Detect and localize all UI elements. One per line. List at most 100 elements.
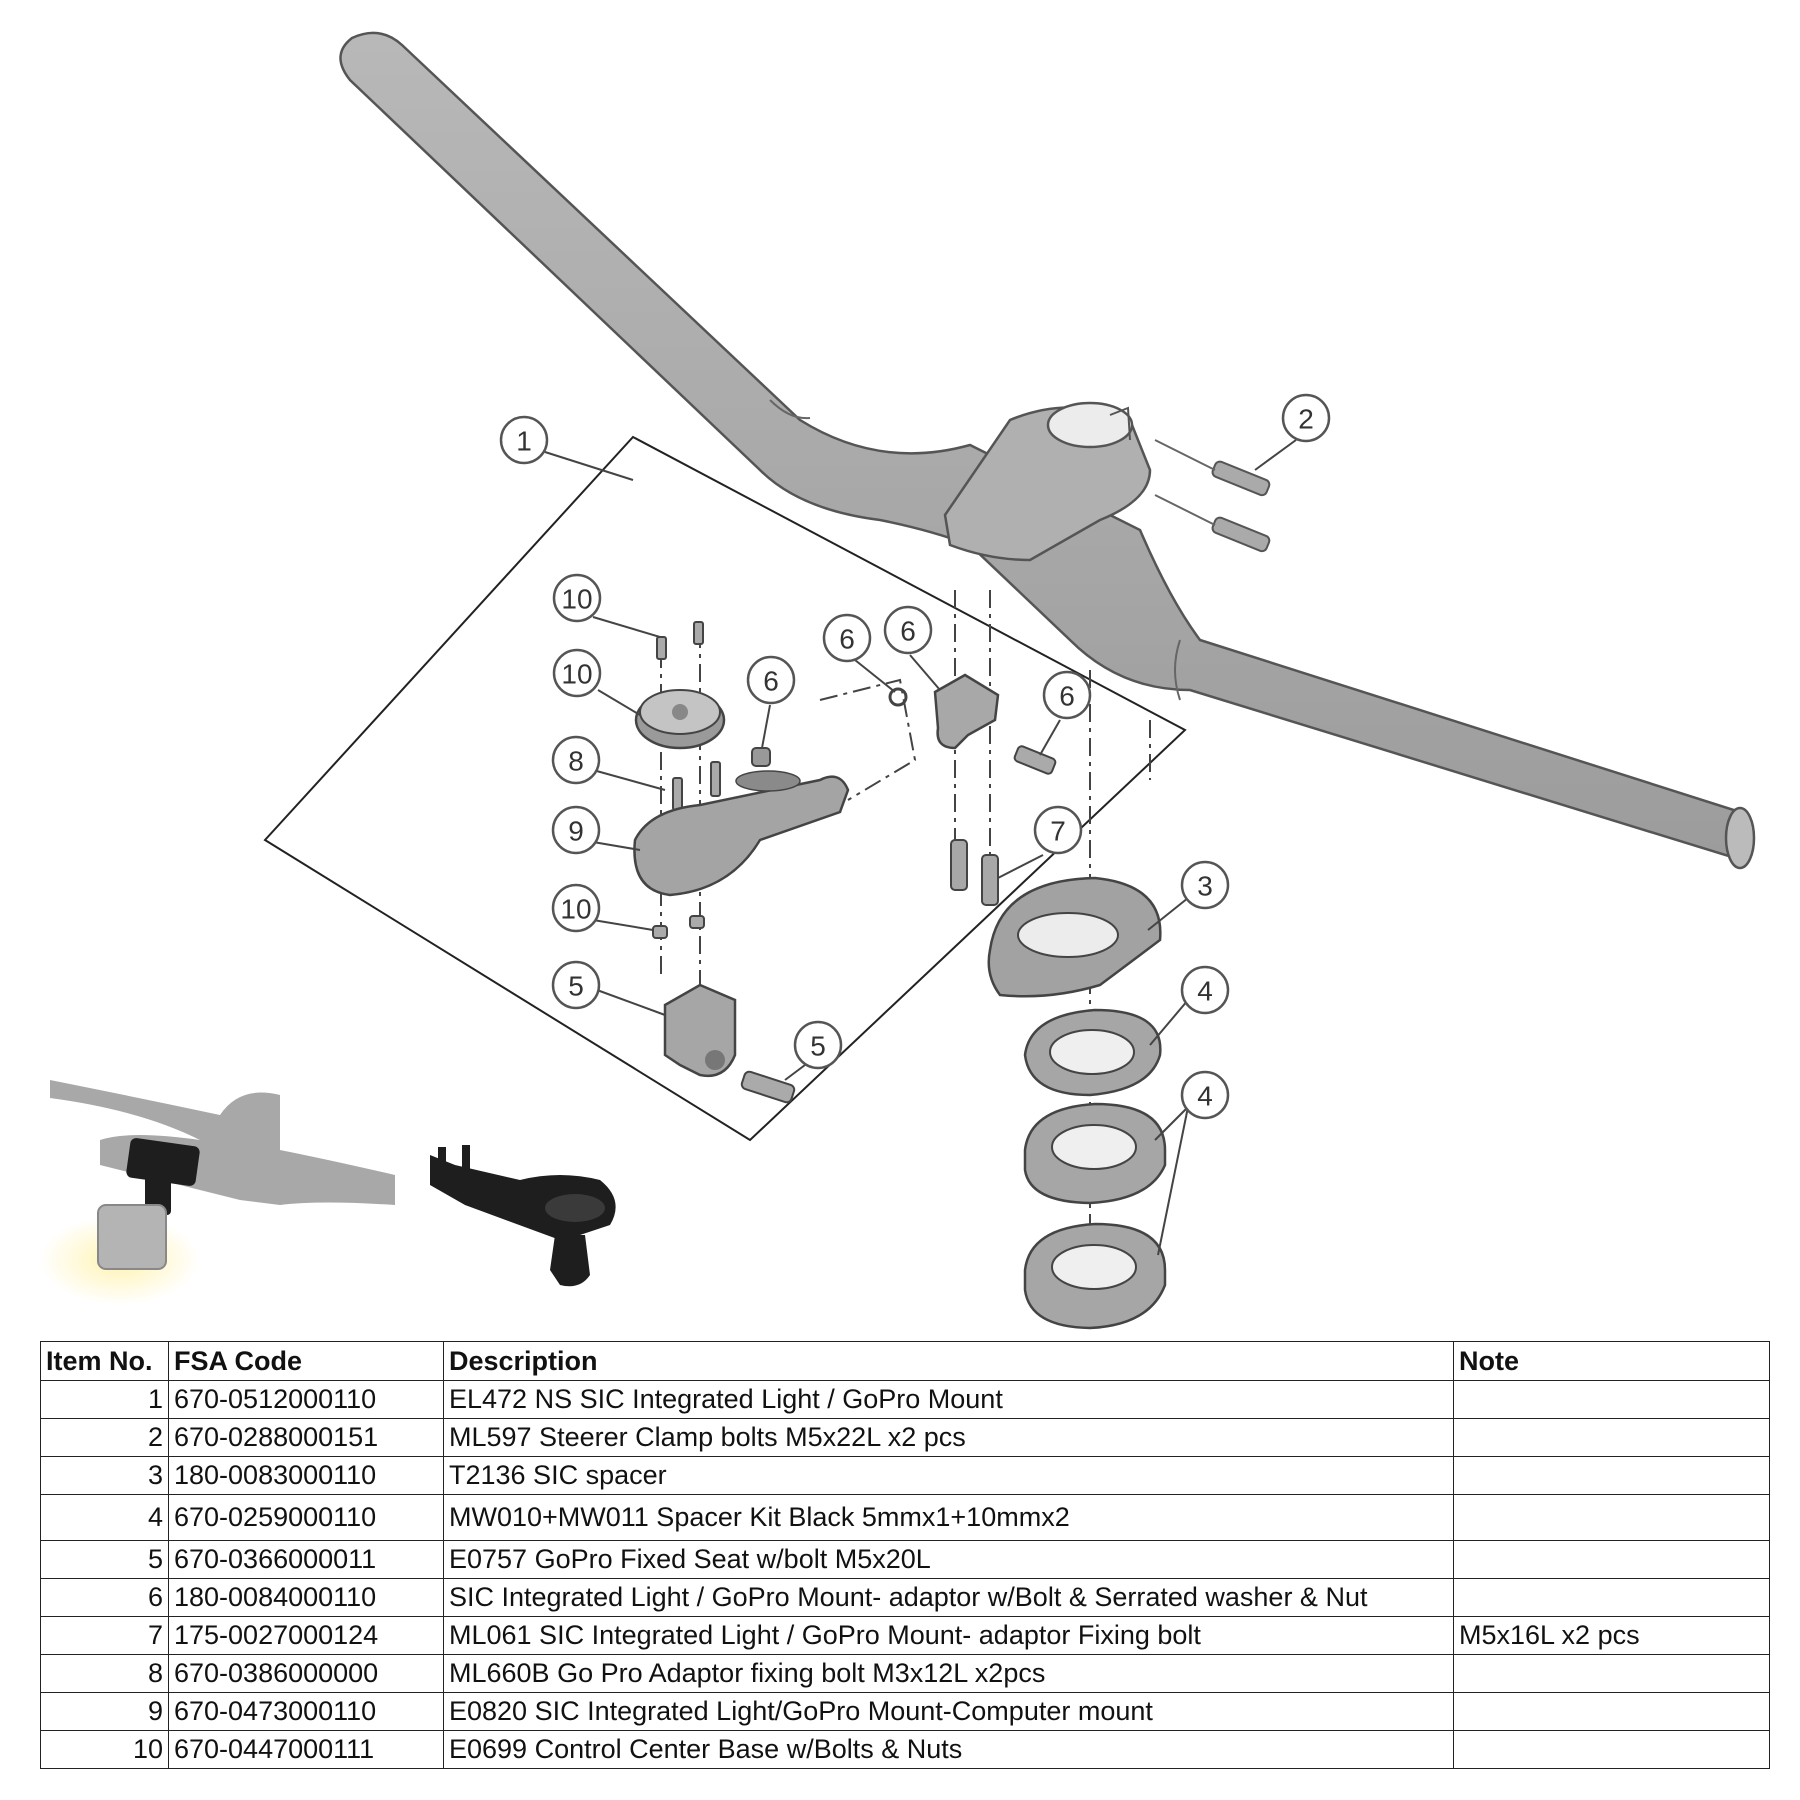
cell-code: 670-0512000110 (168, 1380, 444, 1419)
callout-5b (793, 1020, 843, 1070)
table-row: 5 670-0366000011 E0757 GoPro Fixed Seat … (40, 1540, 1770, 1579)
cell-item: 6 (40, 1578, 169, 1617)
cell-note (1453, 1692, 1770, 1731)
cell-code: 670-0366000011 (168, 1540, 444, 1579)
table-row: 10 670-0447000111 E0699 Control Center B… (40, 1730, 1770, 1769)
header-fsa-code: FSA Code (168, 1341, 444, 1381)
exploded-parts-diagram: 1 2 3 4 4 5 5 6 6 6 6 7 8 9 10 10 10 (40, 31, 1756, 1330)
cell-description: E0820 SIC Integrated Light/GoPro Mount-C… (443, 1692, 1454, 1731)
cell-note (1453, 1730, 1770, 1769)
callout-1 (499, 415, 549, 465)
cell-note (1453, 1380, 1770, 1419)
cell-item: 1 (40, 1380, 169, 1419)
cell-item: 2 (40, 1418, 169, 1457)
kit-outline (263, 435, 1187, 1142)
cell-code: 670-0259000110 (168, 1494, 444, 1541)
cell-description: E0757 GoPro Fixed Seat w/bolt M5x20L (443, 1540, 1454, 1579)
callout-labels: 1 2 3 4 4 5 5 6 6 6 6 7 8 9 10 10 10 (516, 404, 1314, 1112)
callout-6b (822, 613, 872, 663)
table-row: 6 180-0084000110 SIC Integrated Light / … (40, 1578, 1770, 1617)
callout-label: 10 (561, 659, 592, 690)
control-center-base (634, 689, 726, 750)
callout-2 (1281, 393, 1331, 443)
mount-product-photo (430, 1145, 616, 1287)
cell-item: 8 (40, 1654, 169, 1693)
table-row: 9 670-0473000110 E0820 SIC Integrated Li… (40, 1692, 1770, 1731)
cell-code: 180-0083000110 (168, 1456, 444, 1495)
cell-note (1453, 1494, 1770, 1541)
callout-6a (746, 655, 796, 705)
parts-table: Item No. FSA Code Description Note 1 670… (40, 1341, 1770, 1769)
callout-label: 6 (839, 624, 855, 655)
callout-7 (1033, 805, 1083, 855)
cell-code: 180-0084000110 (168, 1578, 444, 1617)
cell-code: 175-0027000124 (168, 1616, 444, 1655)
cell-description: T2136 SIC spacer (443, 1456, 1454, 1495)
header-description: Description (443, 1341, 1454, 1381)
callout-label: 8 (568, 746, 584, 777)
callout-label: 9 (568, 816, 584, 847)
callout-6d (1042, 670, 1092, 720)
callout-5a (551, 960, 601, 1010)
cell-code: 670-0447000111 (168, 1730, 444, 1769)
callout-label: 3 (1197, 871, 1213, 902)
cell-code: 670-0288000151 (168, 1418, 444, 1457)
mount-adaptor (888, 673, 1057, 775)
cell-item: 4 (40, 1494, 169, 1541)
table-row: 1 670-0512000110 EL472 NS SIC Integrated… (40, 1380, 1770, 1419)
table-row: 3 180-0083000110 T2136 SIC spacer (40, 1456, 1770, 1495)
cell-description: ML061 SIC Integrated Light / GoPro Mount… (443, 1616, 1454, 1655)
table-row: 4 670-0259000110 MW010+MW011 Spacer Kit … (40, 1494, 1770, 1541)
callout-label: 1 (516, 426, 532, 457)
callout-3 (1180, 860, 1230, 910)
cell-description: ML597 Steerer Clamp bolts M5x22L x2 pcs (443, 1418, 1454, 1457)
sic-spacer (987, 876, 1162, 998)
callout-label: 6 (900, 616, 916, 647)
header-note: Note (1453, 1341, 1770, 1381)
handlebar-stem (339, 31, 1756, 870)
callout-6c (883, 605, 933, 655)
cell-note (1453, 1578, 1770, 1617)
callout-label: 10 (560, 894, 591, 925)
cell-note (1453, 1456, 1770, 1495)
leader-lines (544, 439, 1297, 1256)
cell-code: 670-0386000000 (168, 1654, 444, 1693)
callout-label: 10 (561, 584, 592, 615)
cell-item: 9 (40, 1692, 169, 1731)
callout-label: 4 (1197, 1081, 1213, 1112)
callout-label: 2 (1298, 404, 1314, 435)
steerer-clamp-bolts (1154, 439, 1271, 553)
gopro-fixed-seat (663, 983, 796, 1104)
cell-code: 670-0473000110 (168, 1692, 444, 1731)
cell-item: 3 (40, 1456, 169, 1495)
cell-description: MW010+MW011 Spacer Kit Black 5mmx1+10mmx… (443, 1494, 1454, 1541)
cell-item: 10 (40, 1730, 169, 1769)
callout-10a (552, 573, 602, 623)
cell-note (1453, 1418, 1770, 1457)
header-item-no: Item No. (40, 1341, 169, 1381)
table-row: 2 670-0288000151 ML597 Steerer Clamp bol… (40, 1418, 1770, 1457)
callout-label: 5 (568, 971, 584, 1002)
callout-label: 6 (763, 666, 779, 697)
callouts (499, 393, 1331, 1120)
installed-mount-photo (40, 1080, 395, 1305)
cell-note (1453, 1540, 1770, 1579)
callout-4b (1180, 1070, 1230, 1120)
cell-description: E0699 Control Center Base w/Bolts & Nuts (443, 1730, 1454, 1769)
callout-label: 4 (1197, 976, 1213, 1007)
small-screws (652, 621, 721, 939)
callout-label: 6 (1059, 681, 1075, 712)
callout-10c (551, 883, 601, 933)
adaptor-fixing-bolts (950, 839, 999, 906)
cell-item: 5 (40, 1540, 169, 1579)
cell-description: ML660B Go Pro Adaptor fixing bolt M3x12L… (443, 1654, 1454, 1693)
table-header-row: Item No. FSA Code Description Note (40, 1341, 1770, 1381)
callout-9 (551, 805, 601, 855)
callout-label: 7 (1050, 816, 1066, 847)
callout-8 (551, 735, 601, 785)
table-row: 7 175-0027000124 ML061 SIC Integrated Li… (40, 1616, 1770, 1655)
spacer-kit (1023, 1008, 1167, 1330)
callout-label: 5 (810, 1031, 826, 1062)
cell-description: SIC Integrated Light / GoPro Mount- adap… (443, 1578, 1454, 1617)
cell-description: EL472 NS SIC Integrated Light / GoPro Mo… (443, 1380, 1454, 1419)
